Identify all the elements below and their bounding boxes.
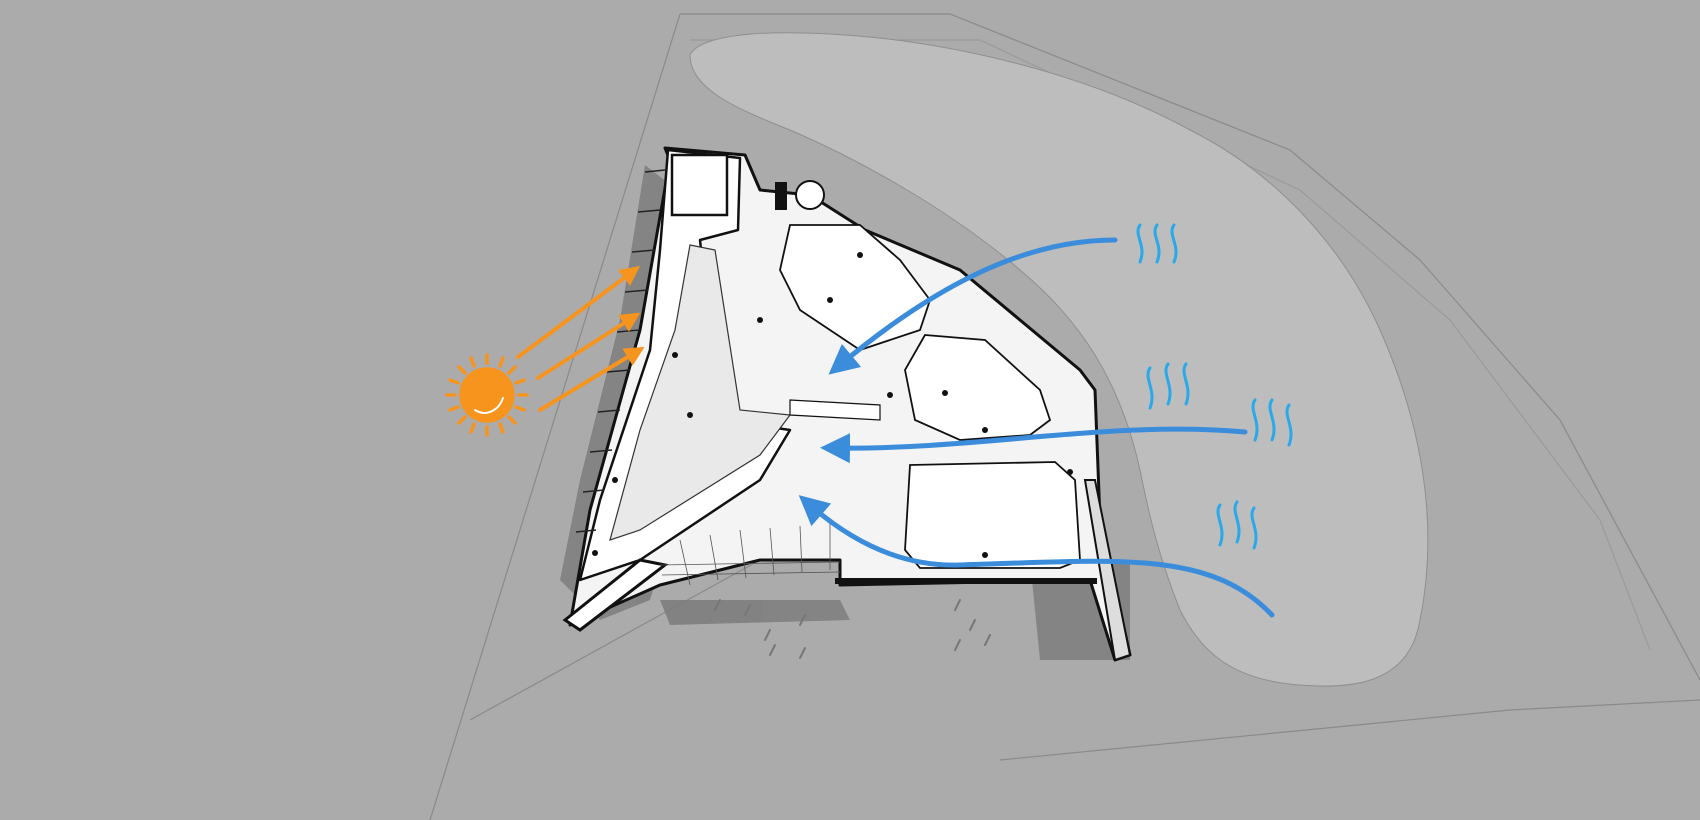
facade-grid <box>659 524 841 586</box>
wind-waves-icon <box>1146 362 1190 410</box>
spiral-stair <box>795 180 825 210</box>
wind-waves <box>1136 223 1293 550</box>
wind-arrow-icon <box>820 426 1248 464</box>
building <box>562 146 1132 662</box>
site-boundary <box>429 13 1700 820</box>
wind-waves-icon <box>1136 223 1178 264</box>
courtyard-north <box>779 224 932 351</box>
north-core <box>775 182 787 210</box>
wind-waves-icon <box>1251 398 1293 447</box>
south-wall <box>835 578 1097 584</box>
people-figures <box>714 599 991 659</box>
rooftop-volume <box>670 153 729 217</box>
sun-ray-arrow-icon <box>516 266 641 359</box>
west-wing-corridor <box>609 244 792 541</box>
wind-arrows <box>798 237 1275 618</box>
wind-arrow-icon <box>798 495 1275 618</box>
east-wall <box>1083 479 1132 662</box>
wind-arrow-icon <box>828 237 1118 375</box>
wind-waves-icon <box>1216 500 1258 550</box>
courtyard-south <box>904 461 1081 569</box>
sun-ray-arrow-icon <box>538 346 645 412</box>
sun-icon <box>445 353 529 437</box>
site-lawn <box>689 32 1429 687</box>
bridge <box>789 399 881 421</box>
columns <box>592 252 1073 558</box>
sun-ray-arrow-icon <box>536 312 641 380</box>
sun-ray-arrows <box>516 266 645 412</box>
